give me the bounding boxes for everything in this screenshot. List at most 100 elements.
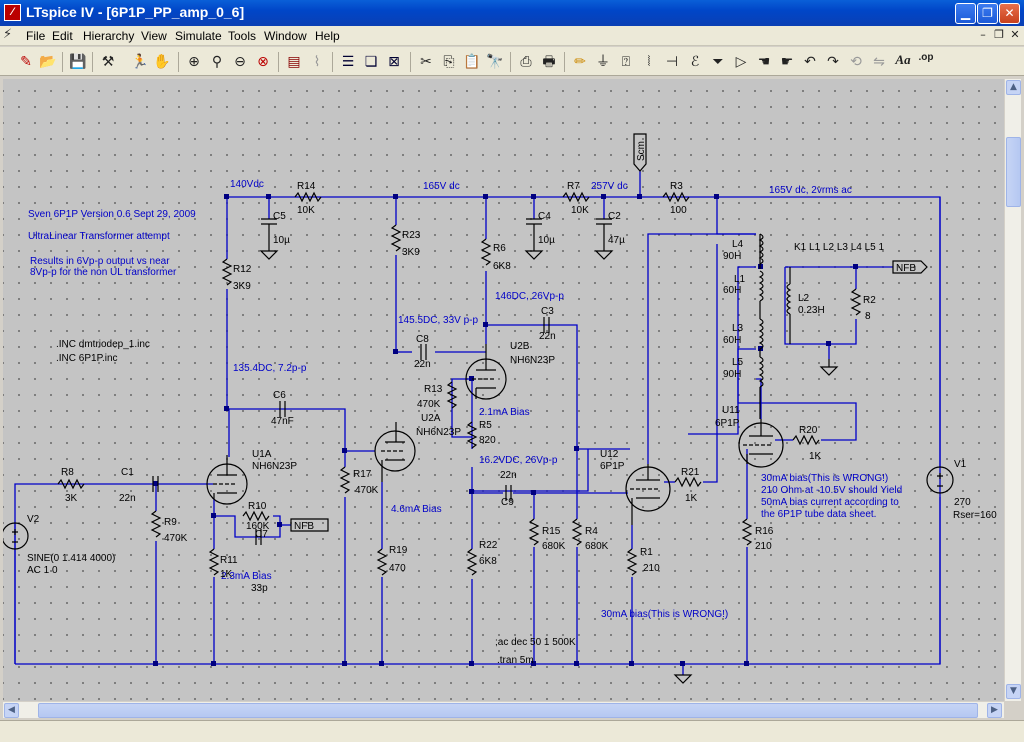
resistor-value[interactable]: 8 bbox=[865, 311, 871, 322]
resistor-value[interactable]: 1K bbox=[809, 451, 822, 462]
open-icon[interactable]: 📂 bbox=[39, 54, 57, 70]
zoom-fit-icon[interactable]: ⊗ bbox=[257, 54, 269, 70]
comment-note[interactable]: Sven 6P1P Version 0.6 Sept 29, 2009 bbox=[28, 209, 196, 220]
resistor-value[interactable]: 210 bbox=[643, 563, 660, 574]
resistor-R10[interactable] bbox=[242, 510, 270, 522]
resistor-R23[interactable] bbox=[390, 224, 402, 252]
resistor-R22[interactable] bbox=[466, 548, 478, 576]
capacitor-value[interactable]: 22n bbox=[539, 331, 556, 342]
tube-model[interactable]: NH6N23P bbox=[510, 355, 555, 366]
resistor-name[interactable]: R19 bbox=[389, 545, 408, 556]
comment-note[interactable]: 8Vp-p for the non UL transformer bbox=[30, 267, 177, 278]
capacitor-C3[interactable] bbox=[543, 317, 550, 333]
scroll-down-icon[interactable]: ▼ bbox=[1006, 684, 1021, 699]
resistor-R2[interactable] bbox=[850, 288, 862, 316]
rotate-icon[interactable]: ⟲ bbox=[850, 54, 862, 70]
resistor-name[interactable]: R2 bbox=[863, 295, 876, 306]
capacitor-value[interactable]: 10µ bbox=[273, 235, 290, 246]
resistor-value[interactable]: 6K8 bbox=[479, 556, 497, 567]
voltage-annotation[interactable]: 16.2VDC, 26Vp-p bbox=[479, 455, 558, 466]
menu-tools[interactable]: Tools bbox=[228, 29, 257, 43]
maximize-button[interactable]: ❐ bbox=[977, 3, 998, 24]
resistor-value[interactable]: 10K bbox=[297, 205, 315, 216]
voltage-annotation[interactable]: 165V dc, 2vrms ac bbox=[769, 185, 852, 196]
horizontal-scroll-thumb[interactable] bbox=[38, 703, 978, 718]
voltage-annotation[interactable]: 140Vdc bbox=[230, 179, 264, 190]
menu-file[interactable]: File bbox=[26, 29, 46, 43]
resistor-R3[interactable] bbox=[662, 191, 690, 203]
resistor-R21[interactable] bbox=[674, 476, 702, 488]
scroll-right-icon[interactable]: ▶ bbox=[987, 703, 1002, 718]
tube-name[interactable]: U12 bbox=[600, 449, 619, 460]
capacitor-C2[interactable] bbox=[596, 218, 612, 237]
voltage-source-V1[interactable] bbox=[926, 466, 954, 494]
capacitor-name[interactable]: C9 bbox=[501, 497, 514, 508]
capacitor-name[interactable]: C8 bbox=[416, 334, 429, 345]
resistor-name[interactable]: R3 bbox=[670, 181, 683, 192]
menu-view[interactable]: View bbox=[141, 29, 167, 43]
capacitor-name[interactable]: C4 bbox=[538, 211, 551, 222]
menu-help[interactable]: Help bbox=[315, 29, 340, 43]
menu-simulate[interactable]: Simulate bbox=[175, 29, 222, 43]
minimize-button[interactable]: ▁ bbox=[955, 3, 976, 24]
net-label-scm[interactable]: Scm bbox=[636, 141, 647, 161]
resistor-value[interactable]: 10K bbox=[571, 205, 589, 216]
bias-annotation[interactable]: 2.1mA Bias bbox=[479, 407, 530, 418]
resistor-R5[interactable] bbox=[466, 421, 478, 449]
capacitor-C9[interactable] bbox=[505, 485, 512, 501]
capacitor-C7[interactable] bbox=[255, 529, 262, 545]
tube-U2B[interactable] bbox=[465, 344, 507, 400]
label-net-icon[interactable]: ⍰ bbox=[621, 54, 631, 70]
capacitor-name[interactable]: C7 bbox=[255, 529, 268, 540]
component-icon[interactable]: ▷ bbox=[735, 54, 747, 70]
capacitor-C6[interactable] bbox=[279, 401, 286, 417]
resistor-value[interactable]: 3K bbox=[65, 493, 78, 504]
resistor-value[interactable]: 470K bbox=[355, 485, 379, 496]
source-name[interactable]: V1 bbox=[954, 459, 967, 470]
resistor-name[interactable]: R5 bbox=[479, 420, 492, 431]
capacitor-C1[interactable] bbox=[152, 476, 159, 492]
resistor-R12[interactable] bbox=[221, 258, 233, 286]
tube-U11[interactable] bbox=[738, 419, 784, 468]
vertical-scroll-thumb[interactable] bbox=[1006, 137, 1021, 207]
resistor-value[interactable]: 3K9 bbox=[402, 247, 420, 258]
net-label-nfb[interactable]: NFB bbox=[294, 521, 314, 532]
scroll-left-icon[interactable]: ◀ bbox=[4, 703, 19, 718]
capacitor-value[interactable]: 10µ bbox=[538, 235, 555, 246]
capacitor-value[interactable]: 22n bbox=[119, 493, 136, 504]
net-flag-scm[interactable] bbox=[633, 133, 647, 172]
inductor-value[interactable]: 0.23H bbox=[798, 305, 825, 316]
resistor-name[interactable]: R22 bbox=[479, 540, 498, 551]
net-flag-nfb-right[interactable] bbox=[892, 260, 928, 274]
resistor-R20[interactable] bbox=[792, 434, 820, 446]
capacitor-value[interactable]: 22n bbox=[414, 359, 431, 370]
resistor-R13[interactable] bbox=[446, 381, 458, 409]
capacitor-name[interactable]: C2 bbox=[608, 211, 621, 222]
resistor-name[interactable]: R9 bbox=[164, 517, 177, 528]
close-button[interactable]: ✕ bbox=[999, 3, 1020, 24]
resistor-name[interactable]: R7 bbox=[567, 181, 580, 192]
source-value[interactable]: AC 1 0 bbox=[27, 565, 58, 576]
tube-U1A[interactable] bbox=[206, 455, 248, 505]
source-value[interactable]: SINE(0 1.414 4000) bbox=[27, 553, 115, 564]
spice-directive[interactable]: .tran 5m bbox=[497, 655, 534, 666]
resistor-R17[interactable] bbox=[339, 466, 351, 494]
tube-name[interactable]: U2A bbox=[421, 413, 441, 424]
voltage-annotation[interactable]: 257V dc bbox=[591, 181, 628, 192]
zoom-pan-icon[interactable]: ⚲ bbox=[211, 54, 223, 70]
net-flag-nfb-left[interactable] bbox=[290, 518, 329, 532]
title-bar[interactable]: ⁄ LTspice IV - [6P1P_PP_amp_0_6] ▁ ❐ ✕ bbox=[0, 0, 1024, 26]
tube-name[interactable]: U11 bbox=[722, 405, 740, 416]
bias-annotation[interactable]: the 6P1P tube data sheet. bbox=[761, 509, 876, 520]
capacitor-value[interactable]: 33p bbox=[251, 583, 268, 594]
resistor-value[interactable]: 820 bbox=[479, 435, 496, 446]
save-icon[interactable]: 💾 bbox=[69, 54, 87, 70]
resistor-value[interactable]: 3K9 bbox=[233, 281, 251, 292]
resistor-name[interactable]: R4 bbox=[585, 526, 598, 537]
resistor-value[interactable]: 470K bbox=[164, 533, 188, 544]
source-value[interactable]: Rser=160 bbox=[953, 510, 997, 521]
resistor-R1[interactable] bbox=[626, 548, 638, 576]
resistor-R4[interactable] bbox=[571, 518, 583, 546]
capacitor-value[interactable]: 47nF bbox=[271, 416, 294, 427]
